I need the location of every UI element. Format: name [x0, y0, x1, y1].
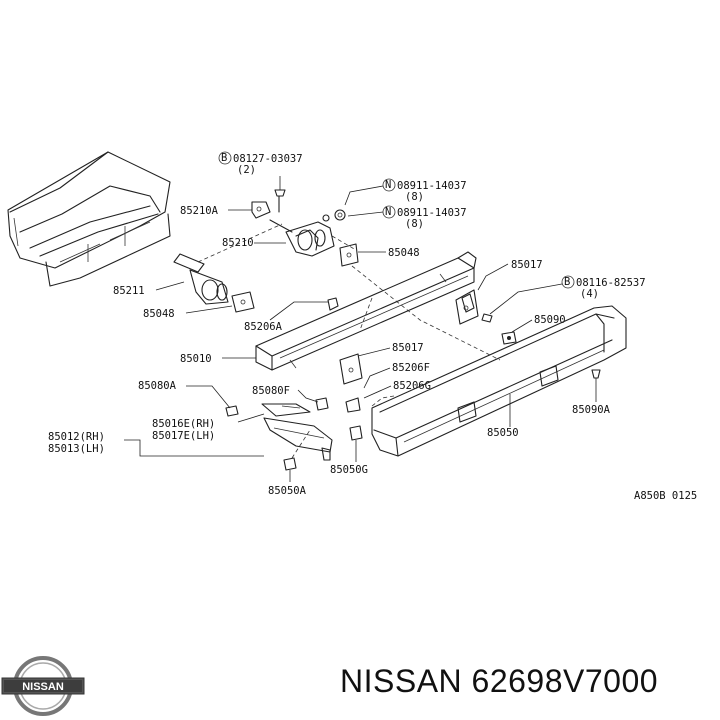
label-85016E: 85016E(RH): [152, 418, 215, 430]
part-85050A: 85050A: [268, 429, 311, 497]
part-85090: 85090: [501, 314, 566, 345]
label-85090A: 85090A: [572, 404, 611, 416]
label-08911-14037-b: 08911-14037: [397, 207, 467, 219]
label-85010: 85010: [180, 353, 212, 365]
part-85010-reinforcement: 85010: [180, 251, 501, 371]
part-85050-fascia: 85050: [371, 305, 627, 457]
label-85017-mid: 85017: [392, 342, 424, 354]
part-85017-mid: 85017: [339, 342, 424, 385]
part-85206G: 85206G: [345, 380, 431, 413]
logo-text: NISSAN: [22, 681, 64, 693]
label-85210A: 85210A: [180, 205, 219, 217]
label-08911-qty-b: (8): [405, 218, 424, 230]
label-85206G: 85206G: [393, 380, 431, 392]
label-85080A: 85080A: [138, 380, 177, 392]
part-85012-85013: 85012(RH) 85013(LH): [48, 417, 333, 461]
label-85050: 85050: [487, 427, 519, 439]
part-85050G: 85050G: [330, 425, 368, 476]
label-85080F: 85080F: [252, 385, 290, 397]
bolt-08116-callout: B 08116-82537 (4): [481, 275, 646, 323]
label-85050A: 85050A: [268, 485, 307, 497]
label-85013: 85013(LH): [48, 443, 105, 455]
nut-08911-callout-1: N 08911-14037 (8): [344, 178, 467, 206]
part-85016E-85017E: 85016E(RH) 85017E(LH): [152, 403, 311, 442]
label-85050G: 85050G: [330, 464, 368, 476]
label-85048-left: 85048: [143, 308, 175, 320]
label-85211: 85211: [113, 285, 145, 297]
circle-n-label-1: N: [385, 179, 391, 191]
label-08116-82537: 08116-82537: [576, 277, 646, 289]
label-08911-14037-a: 08911-14037: [397, 180, 467, 192]
label-85048-top: 85048: [388, 247, 420, 259]
part-85210: 85210: [222, 219, 357, 257]
bolt-08127-callout: B 08127-03037 (2): [218, 151, 303, 213]
nissan-logo: NISSAN: [1, 656, 85, 716]
part-85210A: 85210A: [180, 201, 271, 219]
part-85080F: 85080F: [252, 385, 329, 411]
part-85206F: 85206F: [363, 362, 430, 389]
part-number-title: NISSAN 62698V7000: [340, 663, 659, 699]
part-85206A: 85206A: [244, 297, 339, 333]
part-85080A: 85080A: [138, 380, 239, 417]
part-85048-left: 85048: [143, 291, 255, 320]
label-08116-qty: (4): [580, 288, 599, 300]
car-rear-outline: [7, 151, 171, 287]
circle-b-label: B: [221, 152, 227, 164]
label-85206F: 85206F: [392, 362, 430, 374]
part-85211: 85211: [113, 223, 283, 305]
label-08127-03037: 08127-03037: [233, 153, 303, 165]
label-08127-qty: (2): [237, 164, 256, 176]
part-85017-top: 85017: [455, 259, 543, 325]
label-85017E: 85017E(LH): [152, 430, 215, 442]
circle-n-label-2: N: [385, 206, 391, 218]
label-85017-top: 85017: [511, 259, 543, 271]
label-85206A: 85206A: [244, 321, 283, 333]
part-85048-top: 85048: [339, 243, 420, 267]
label-85210: 85210: [222, 237, 254, 249]
circle-b-label-2: B: [564, 276, 570, 288]
label-08911-qty-a: (8): [405, 191, 424, 203]
part-85090A: 85090A: [572, 369, 611, 416]
label-85090: 85090: [534, 314, 566, 326]
nut-08911-callout-2: N 08911-14037 (8): [322, 205, 467, 230]
diagram-ref-code: A850B 0125: [634, 490, 697, 502]
label-85012: 85012(RH): [48, 431, 105, 443]
